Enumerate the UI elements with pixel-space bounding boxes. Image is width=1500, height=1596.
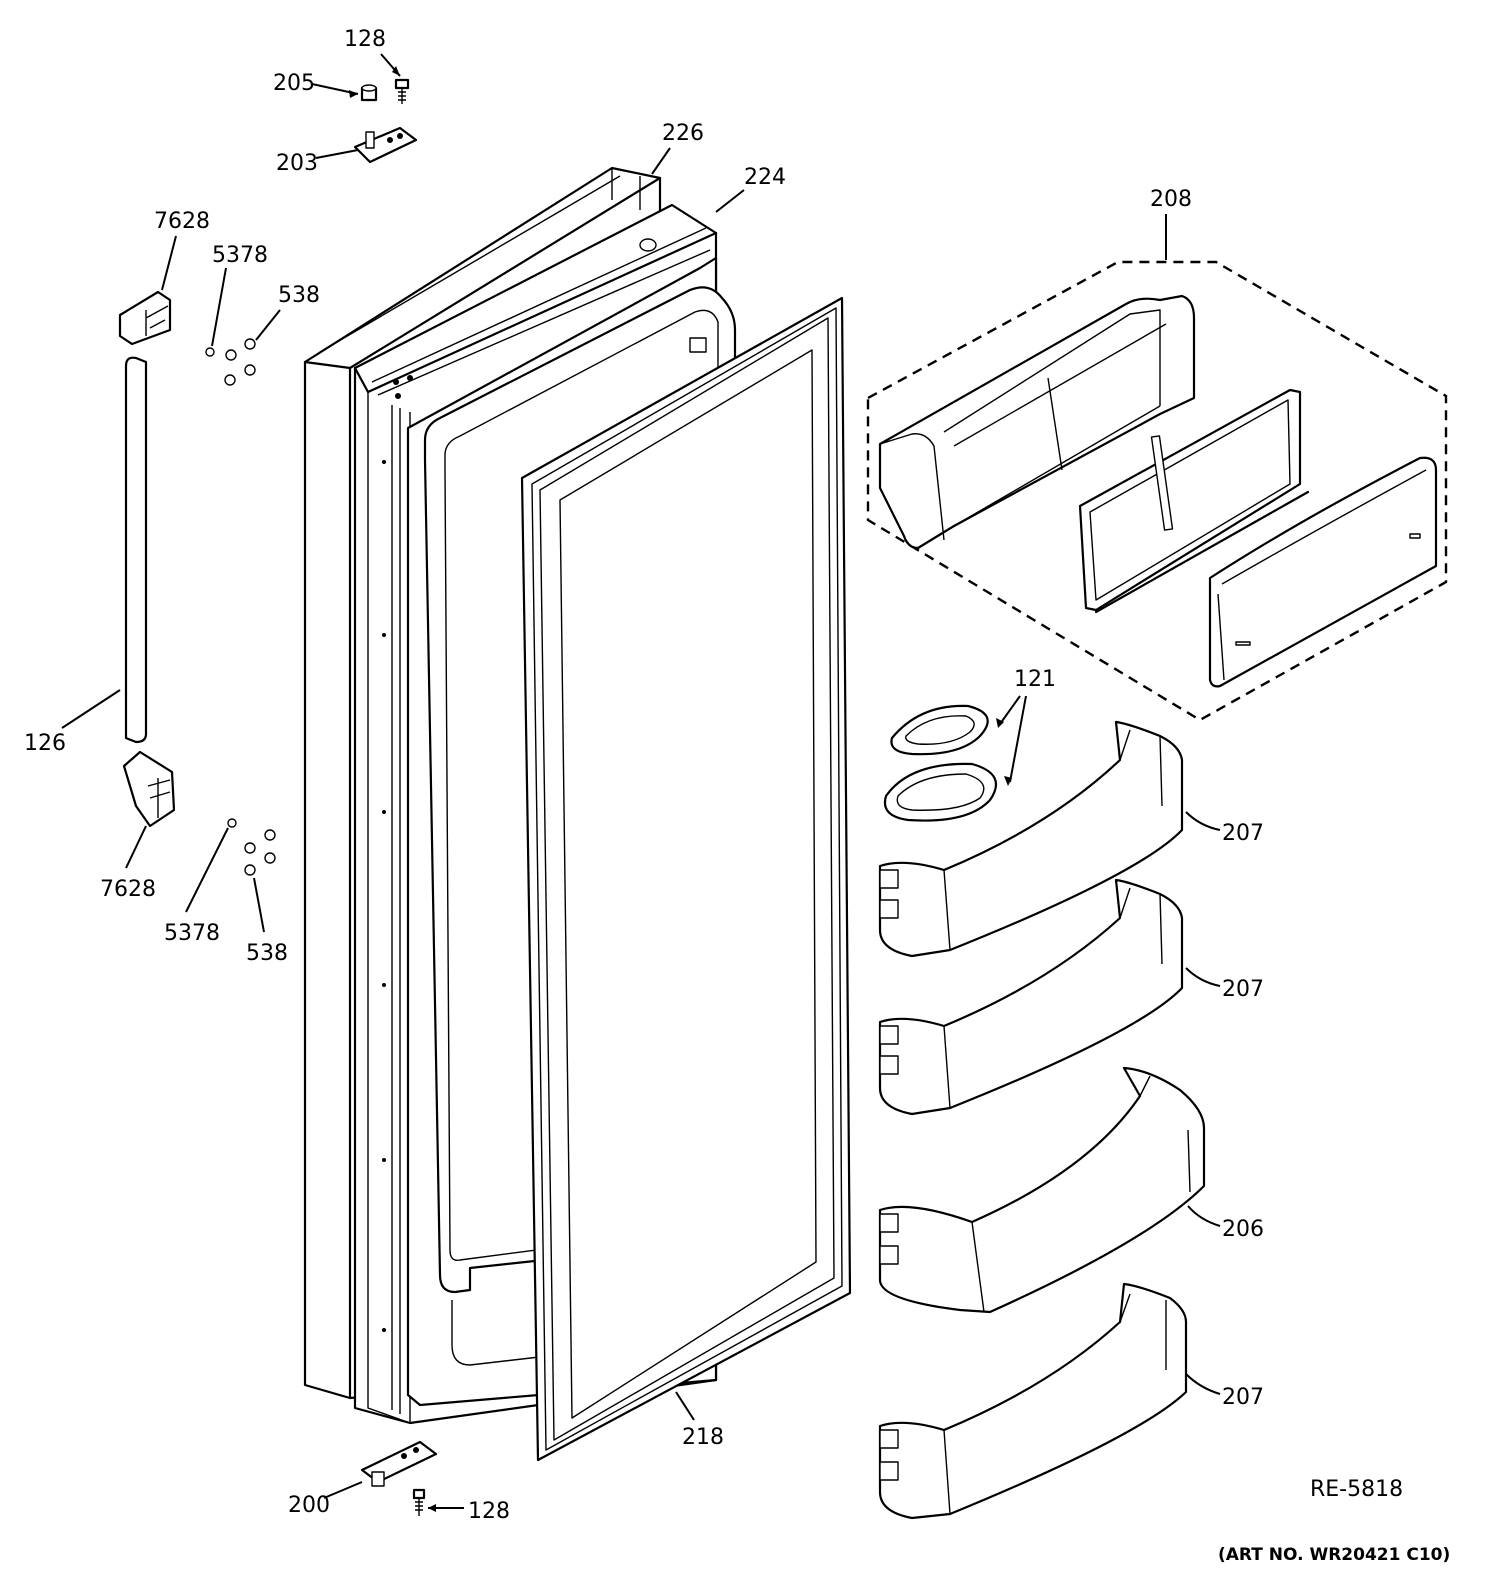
leader-lines <box>61 53 1221 1512</box>
handle-endcap-top <box>118 290 172 346</box>
label-121: 121 <box>1014 667 1056 692</box>
label-207-c: 207 <box>1222 1385 1264 1410</box>
handle-assembly <box>118 290 276 876</box>
label-538-bottom: 538 <box>246 941 288 966</box>
reference-code: RE-5818 <box>1310 1477 1403 1502</box>
label-7628-bottom: 7628 <box>100 877 156 902</box>
label-224: 224 <box>744 165 786 190</box>
label-208: 208 <box>1150 187 1192 212</box>
label-538-top: 538 <box>278 283 320 308</box>
screws-bottom <box>227 818 276 876</box>
label-7628-top: 7628 <box>154 209 210 234</box>
door-bin-207-b <box>878 878 1184 1116</box>
label-128-bottom: 128 <box>468 1499 510 1524</box>
bottom-hinge-200 <box>360 1440 438 1487</box>
seal-top <box>890 704 989 756</box>
hinge-pin-205 <box>360 84 378 102</box>
label-218: 218 <box>682 1425 724 1450</box>
label-206: 206 <box>1222 1217 1264 1242</box>
door-bin-207-c <box>878 1282 1188 1520</box>
handle-bar-126 <box>124 356 148 744</box>
seal-bottom <box>883 762 998 822</box>
label-205: 205 <box>273 71 315 96</box>
label-126: 126 <box>24 731 66 756</box>
screw-128-bottom <box>412 1488 426 1516</box>
handle-endcap-bottom <box>122 750 176 828</box>
top-hinge-203 <box>353 126 418 164</box>
label-203: 203 <box>276 151 318 176</box>
screw-128-top <box>394 78 410 104</box>
seals-121 <box>883 704 998 822</box>
door-gasket <box>520 296 852 1462</box>
bottom-hinge-assembly <box>360 1440 438 1516</box>
dairy-bin-frame <box>1078 388 1310 614</box>
top-hinge-assembly <box>353 78 418 164</box>
label-226: 226 <box>662 121 704 146</box>
label-200: 200 <box>288 1493 330 1518</box>
dairy-bin-assembly <box>866 260 1448 722</box>
label-128-top: 128 <box>344 27 386 52</box>
screws-top <box>205 338 256 386</box>
door-bin-207-a <box>878 720 1184 958</box>
label-5378-bottom: 5378 <box>164 921 220 946</box>
label-207-b: 207 <box>1222 977 1264 1002</box>
door-bin-206 <box>878 1066 1206 1314</box>
part-labels: 128 205 203 226 224 208 7628 5378 538 12… <box>24 27 1450 1565</box>
label-207-a: 207 <box>1222 821 1264 846</box>
dairy-bin-door <box>1208 456 1438 688</box>
label-5378-top: 5378 <box>212 243 268 268</box>
dairy-bin-body <box>878 294 1196 550</box>
art-number: (ART NO. WR20421 C10) <box>1218 1545 1450 1565</box>
